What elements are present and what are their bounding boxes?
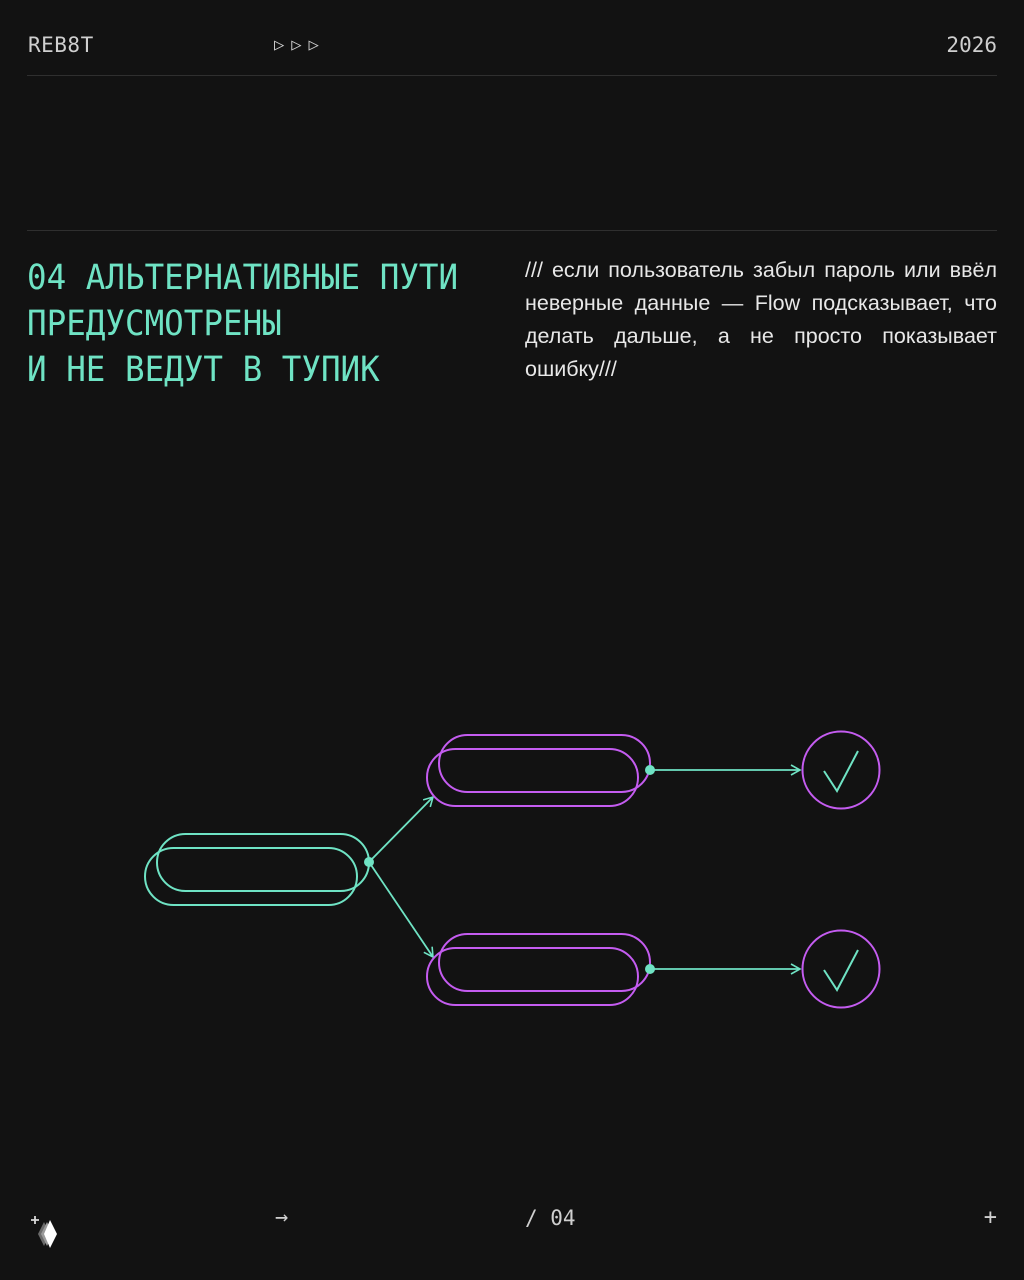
lower-branch-arrow <box>368 861 434 959</box>
result-connectors <box>650 764 802 975</box>
brand-name: REB8T <box>28 33 94 57</box>
year-label: 2026 <box>946 33 997 57</box>
start-node <box>144 833 370 906</box>
upper-connector-dot <box>645 765 655 775</box>
lower-connector-dot <box>645 964 655 974</box>
play-arrows-icon: ▷▷▷ <box>274 35 326 55</box>
top-divider <box>27 75 997 76</box>
description-text: /// если пользователь забыл пароль или в… <box>525 258 997 381</box>
lower-check-icon <box>801 929 881 1009</box>
upper-check-icon <box>801 730 881 810</box>
headline-line-2: ПРЕДУСМОТРЕНЫ <box>27 304 282 344</box>
plus-icon: + <box>983 1205 997 1230</box>
branch-point-dot <box>364 857 374 867</box>
headline-line-1: 04 АЛЬТЕРНАТИВНЫЕ ПУТИ <box>27 258 459 298</box>
layered-diamond-logo-icon <box>31 1216 57 1248</box>
headline-line-3: И НЕ ВЕДУТ В ТУПИК <box>27 350 380 390</box>
page-number: / 04 <box>525 1206 576 1230</box>
next-arrow-icon[interactable]: → <box>275 1205 289 1230</box>
upper-branch-arrow <box>368 795 435 863</box>
lower-alternative-node <box>426 933 651 1006</box>
section-divider <box>27 230 997 231</box>
upper-alternative-node <box>426 734 651 807</box>
headline: 04 АЛЬТЕРНАТИВНЫЕ ПУТИ ПРЕДУСМОТРЕНЫ И Н… <box>27 255 507 393</box>
branch-connectors <box>368 795 435 959</box>
